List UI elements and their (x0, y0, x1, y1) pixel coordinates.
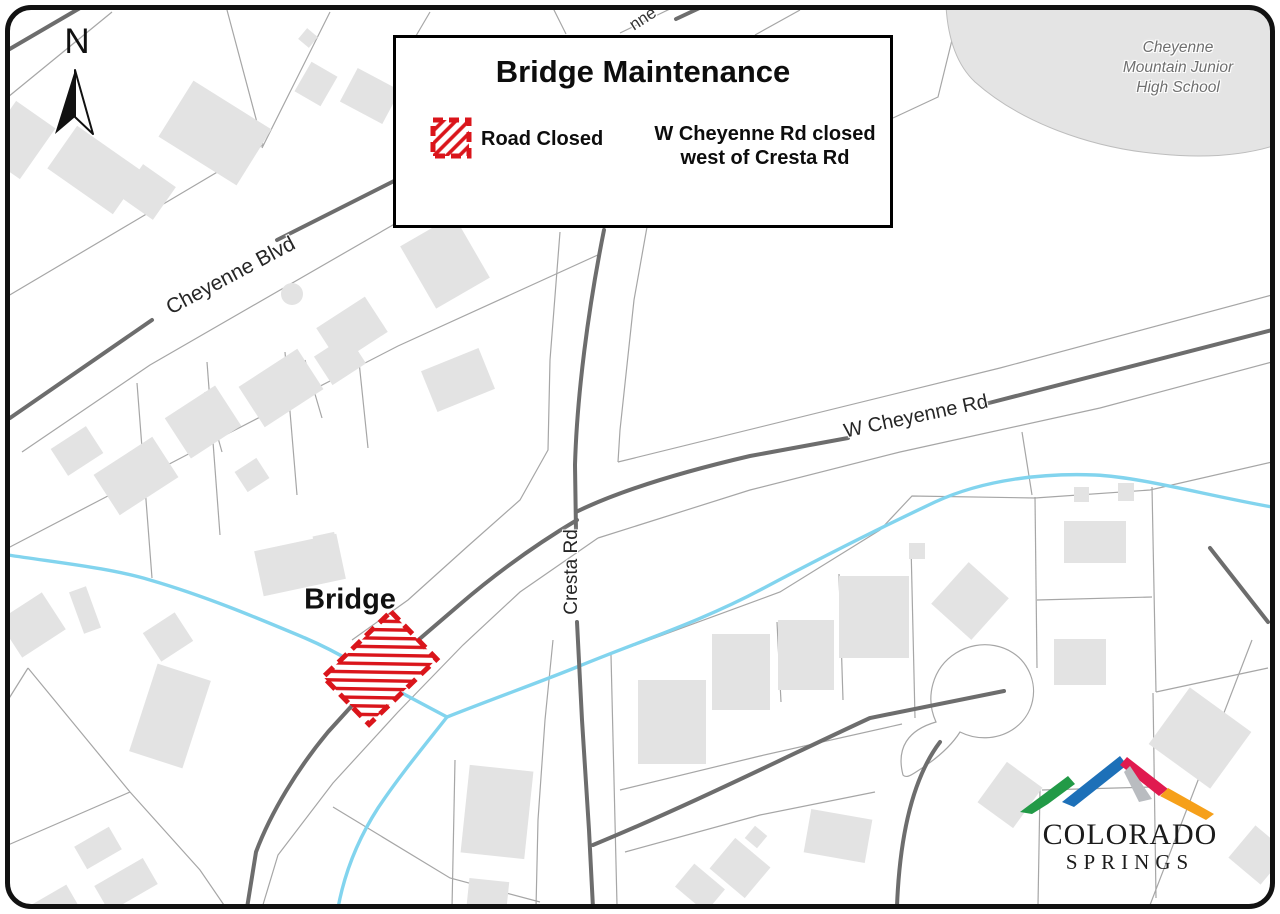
map-canvas (5, 5, 1275, 909)
school-label-line2: Mountain Junior (1122, 58, 1234, 76)
legend-note-line2: west of Cresta Rd (680, 147, 850, 169)
road-cresta (572, 228, 606, 909)
logo-text-colorado: COLORADO (1042, 818, 1218, 851)
legend-title: Bridge Maintenance (495, 54, 791, 89)
road-top-left (6, 6, 82, 52)
legend-panel: Bridge Maintenance Road Closed W Cheyenn… (393, 35, 893, 228)
north-label: N (64, 22, 90, 61)
city-logo: COLORADO SPRINGS (1018, 744, 1242, 875)
label-school: Cheyenne Mountain Junior High School (1123, 38, 1233, 98)
legend-note-line1: W Cheyenne Rd closed (654, 123, 876, 145)
school-area (945, 5, 1274, 157)
legend-road-closed-label: Road Closed (481, 128, 604, 150)
road-right-stub (1208, 546, 1270, 624)
cul-de-sac-outline (900, 644, 1035, 778)
road-closure-hatch (319, 608, 441, 728)
north-arrow: N (45, 22, 109, 152)
road-side-southeast (591, 689, 1006, 847)
north-arrow-icon (55, 69, 94, 135)
school-label-line3: High School (1136, 79, 1220, 97)
road-bottom-stub (895, 740, 942, 908)
logo-text-springs: SPRINGS (1065, 850, 1195, 874)
buildings-layer (5, 28, 1275, 909)
map-area: Cheyenne Blvd W Cheyenne Rd Cresta Rd nn… (5, 5, 1275, 909)
road-w-cheyenne (574, 328, 1274, 514)
logo-mountains-icon (1020, 756, 1214, 820)
legend-note: W Cheyenne Rd closed west of Cresta Rd (641, 122, 889, 170)
label-cresta-rd: Cresta Rd (561, 529, 582, 615)
label-bridge: Bridge (304, 583, 396, 616)
school-label-line1: Cheyenne (1142, 38, 1214, 56)
map-content: Cheyenne Blvd W Cheyenne Rd Cresta Rd nn… (5, 5, 1275, 909)
road-top-partial (674, 5, 708, 21)
road-cheyenne-blvd (8, 177, 400, 420)
road-closed-swatch-icon (430, 117, 472, 159)
